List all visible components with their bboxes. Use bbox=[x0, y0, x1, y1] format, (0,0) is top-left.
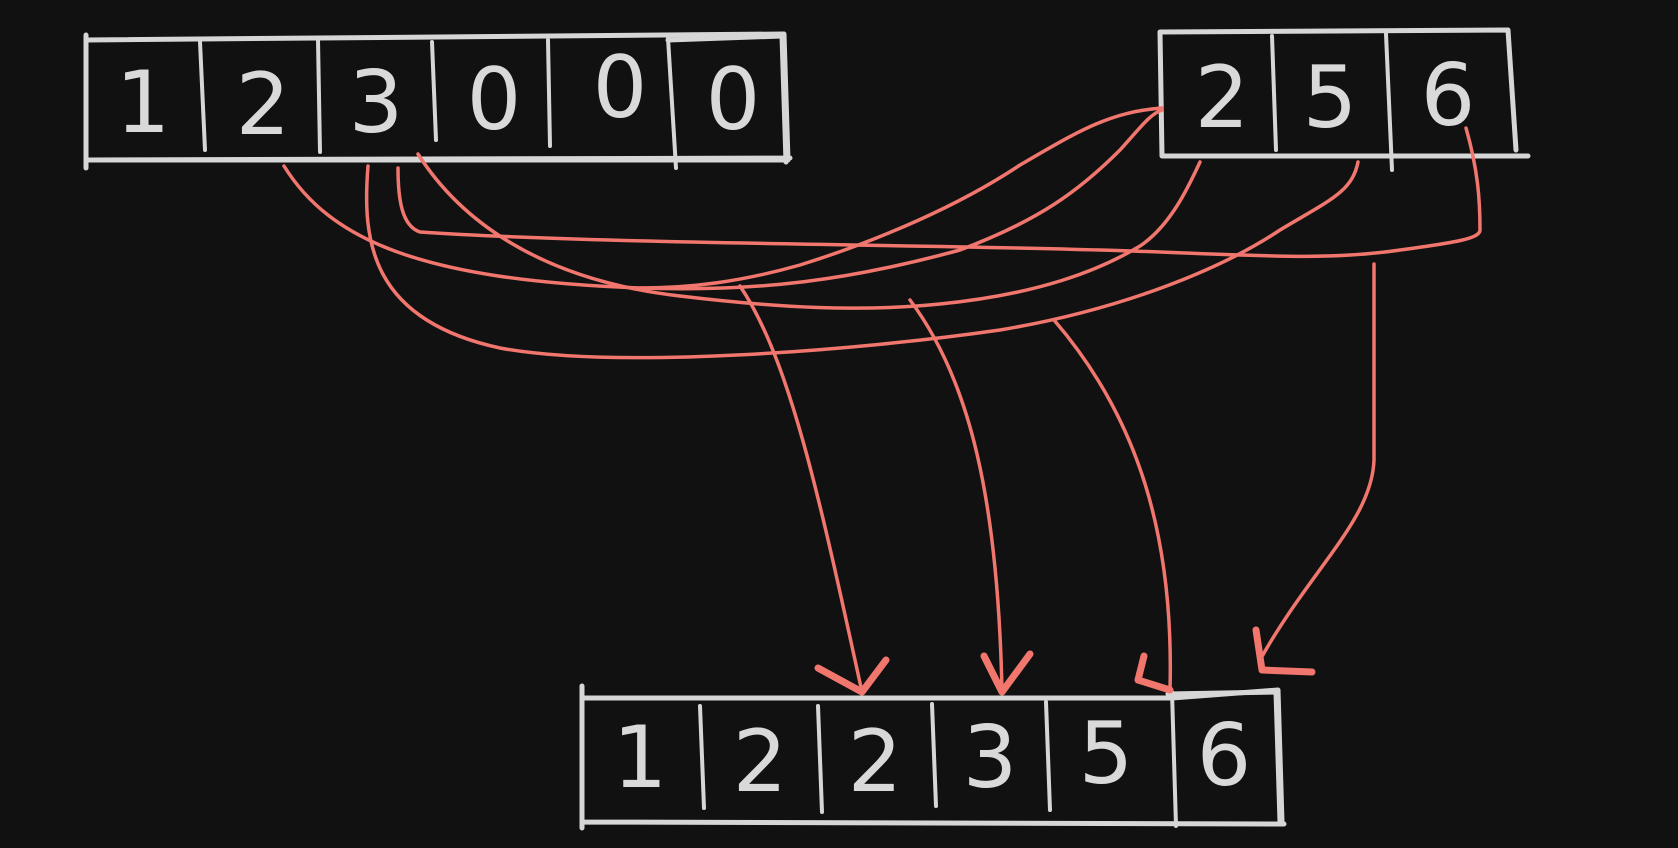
array-nums1-cell: 0 bbox=[467, 50, 522, 150]
array-merged: 1 2 2 3 5 6 bbox=[579, 683, 1287, 831]
array-nums1-cell: 1 bbox=[116, 53, 171, 153]
move-arrow bbox=[738, 284, 864, 694]
array-nums1-divider bbox=[198, 40, 207, 152]
array-merged-cell: 6 bbox=[1197, 706, 1252, 806]
array-merged-cell: 5 bbox=[1079, 704, 1134, 804]
array-nums1-divider bbox=[666, 36, 678, 170]
array-merged-divider bbox=[816, 704, 824, 814]
array-merged-divider bbox=[1170, 690, 1178, 828]
move-arrow bbox=[1052, 318, 1173, 692]
array-nums1-divider bbox=[430, 40, 438, 142]
array-nums1: 1 2 3 0 0 0 bbox=[83, 31, 793, 171]
array-nums1-divider bbox=[546, 38, 552, 148]
array-merged-divider bbox=[930, 702, 938, 808]
array-nums2-cell: 2 bbox=[1195, 48, 1250, 148]
array-nums1-outline bbox=[83, 31, 793, 171]
merge-arrows bbox=[282, 106, 1482, 696]
array-merged-cell: 3 bbox=[963, 708, 1018, 808]
array-merged-divider bbox=[698, 704, 706, 810]
move-arrowhead bbox=[814, 656, 890, 696]
array-nums1-cell: 2 bbox=[236, 55, 291, 155]
move-arrowhead bbox=[980, 650, 1034, 696]
array-nums2-outline bbox=[1157, 27, 1531, 159]
array-nums1-divider bbox=[316, 38, 322, 154]
array-nums1-cell: 3 bbox=[349, 53, 404, 153]
array-merged-cell: 2 bbox=[848, 712, 903, 812]
array-nums1-cell: 0 bbox=[706, 50, 761, 150]
array-merged-cell: 2 bbox=[733, 712, 788, 812]
array-nums2-cell: 5 bbox=[1303, 48, 1358, 148]
array-merged-last-cell-outline bbox=[1165, 689, 1283, 825]
move-arrowhead bbox=[1252, 626, 1316, 676]
move-arrow bbox=[1258, 262, 1376, 662]
comparison-curve bbox=[282, 108, 1164, 291]
array-nums1-last-cell-outline bbox=[665, 33, 789, 165]
array-nums2-divider bbox=[1270, 34, 1278, 152]
comparison-curve bbox=[364, 160, 1360, 360]
array-nums1-cell: 0 bbox=[593, 38, 648, 138]
comparison-curve bbox=[416, 152, 1202, 310]
array-nums2-divider bbox=[1384, 32, 1394, 172]
move-arrowhead bbox=[1134, 652, 1174, 694]
move-arrow bbox=[908, 298, 1004, 694]
array-merged-divider bbox=[1044, 700, 1052, 812]
comparison-curve bbox=[638, 106, 1164, 290]
array-merged-cell: 1 bbox=[613, 708, 668, 808]
